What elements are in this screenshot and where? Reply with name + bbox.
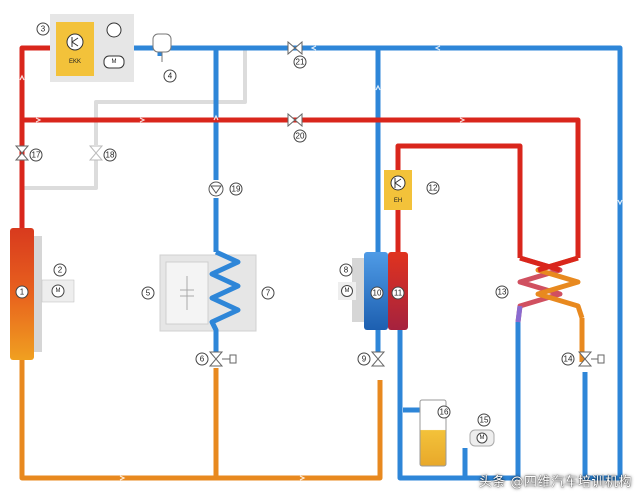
svg-text:6: 6	[200, 355, 205, 364]
svg-text:16: 16	[440, 408, 449, 417]
svg-text:19: 19	[232, 185, 241, 194]
svg-text:7: 7	[266, 289, 271, 298]
callout-16: 16	[437, 405, 451, 419]
eh-label: EH	[394, 198, 402, 204]
svg-text:17: 17	[32, 151, 41, 160]
svg-text:M: M	[480, 435, 485, 441]
svg-text:5: 5	[146, 289, 151, 298]
svg-text:12: 12	[429, 184, 438, 193]
svg-text:14: 14	[564, 355, 573, 364]
callout-5: 5	[141, 286, 155, 300]
watermark: 头条 @四维汽车培训机构	[478, 475, 632, 490]
svg-text:9: 9	[362, 355, 367, 364]
electric-pump: M	[469, 429, 495, 447]
valve-6	[208, 351, 224, 367]
callout-10: 10	[370, 286, 384, 300]
svg-text:10: 10	[373, 289, 382, 298]
valve-21	[287, 40, 303, 56]
valve-18	[88, 145, 104, 161]
unit-labels: EKK EH	[69, 59, 402, 204]
inactive-lines	[22, 48, 247, 190]
valve-9	[370, 351, 386, 367]
callout-4: 4	[163, 69, 177, 83]
callout-7: 7	[261, 286, 275, 300]
callout-3: 3	[36, 22, 50, 36]
svg-text:18: 18	[106, 151, 115, 160]
callout-19: 19	[229, 182, 243, 196]
svg-text:20: 20	[296, 132, 305, 141]
svg-text:M: M	[345, 288, 350, 294]
valves	[14, 40, 605, 367]
callout-8: 8	[339, 263, 353, 277]
callout-12: 12	[426, 181, 440, 195]
warm-lines	[19, 318, 585, 481]
callout-9: 9	[357, 352, 371, 366]
svg-text:M: M	[56, 288, 61, 294]
valve-17	[14, 145, 30, 161]
callout-15: 15	[477, 413, 491, 427]
callout-6: 6	[195, 352, 209, 366]
svg-text:15: 15	[480, 416, 489, 425]
callout-1: 1	[15, 285, 29, 299]
svg-text:8: 8	[344, 266, 349, 275]
svg-text:11: 11	[394, 289, 403, 298]
callout-2: 2	[53, 263, 67, 277]
cold-lines	[108, 45, 623, 481]
svg-text:13: 13	[498, 288, 507, 297]
callout-20: 20	[293, 129, 307, 143]
ekk-label: EKK	[69, 59, 81, 65]
callout-11: 11	[391, 286, 405, 300]
callouts: 1 2 3 4 5 6 7 8 9 10 11 12 13 14 15 16 1…	[15, 22, 575, 427]
callout-21: 21	[293, 55, 307, 69]
valve-20	[287, 112, 303, 128]
exchanger-coil	[515, 255, 585, 323]
callout-14: 14	[561, 352, 575, 366]
ekk-compressor-unit: M	[50, 14, 134, 82]
svg-text:2: 2	[58, 266, 63, 275]
heat-exchanger-box	[159, 254, 257, 332]
svg-text:M: M	[112, 59, 117, 65]
expansion-tank-top	[152, 33, 172, 62]
svg-text:4: 4	[168, 72, 173, 81]
callout-17: 17	[29, 148, 43, 162]
svg-text:21: 21	[296, 58, 305, 67]
svg-text:3: 3	[41, 25, 46, 34]
heater-coil	[209, 249, 241, 352]
flow-arrows	[19, 45, 623, 481]
callout-13: 13	[495, 285, 509, 299]
eh-heater-unit	[384, 170, 412, 210]
valve-14	[577, 351, 593, 367]
callout-18: 18	[103, 148, 117, 162]
svg-text:1: 1	[20, 288, 25, 297]
check-valve-19	[208, 181, 224, 197]
fan-motor-icon: M	[51, 284, 65, 298]
